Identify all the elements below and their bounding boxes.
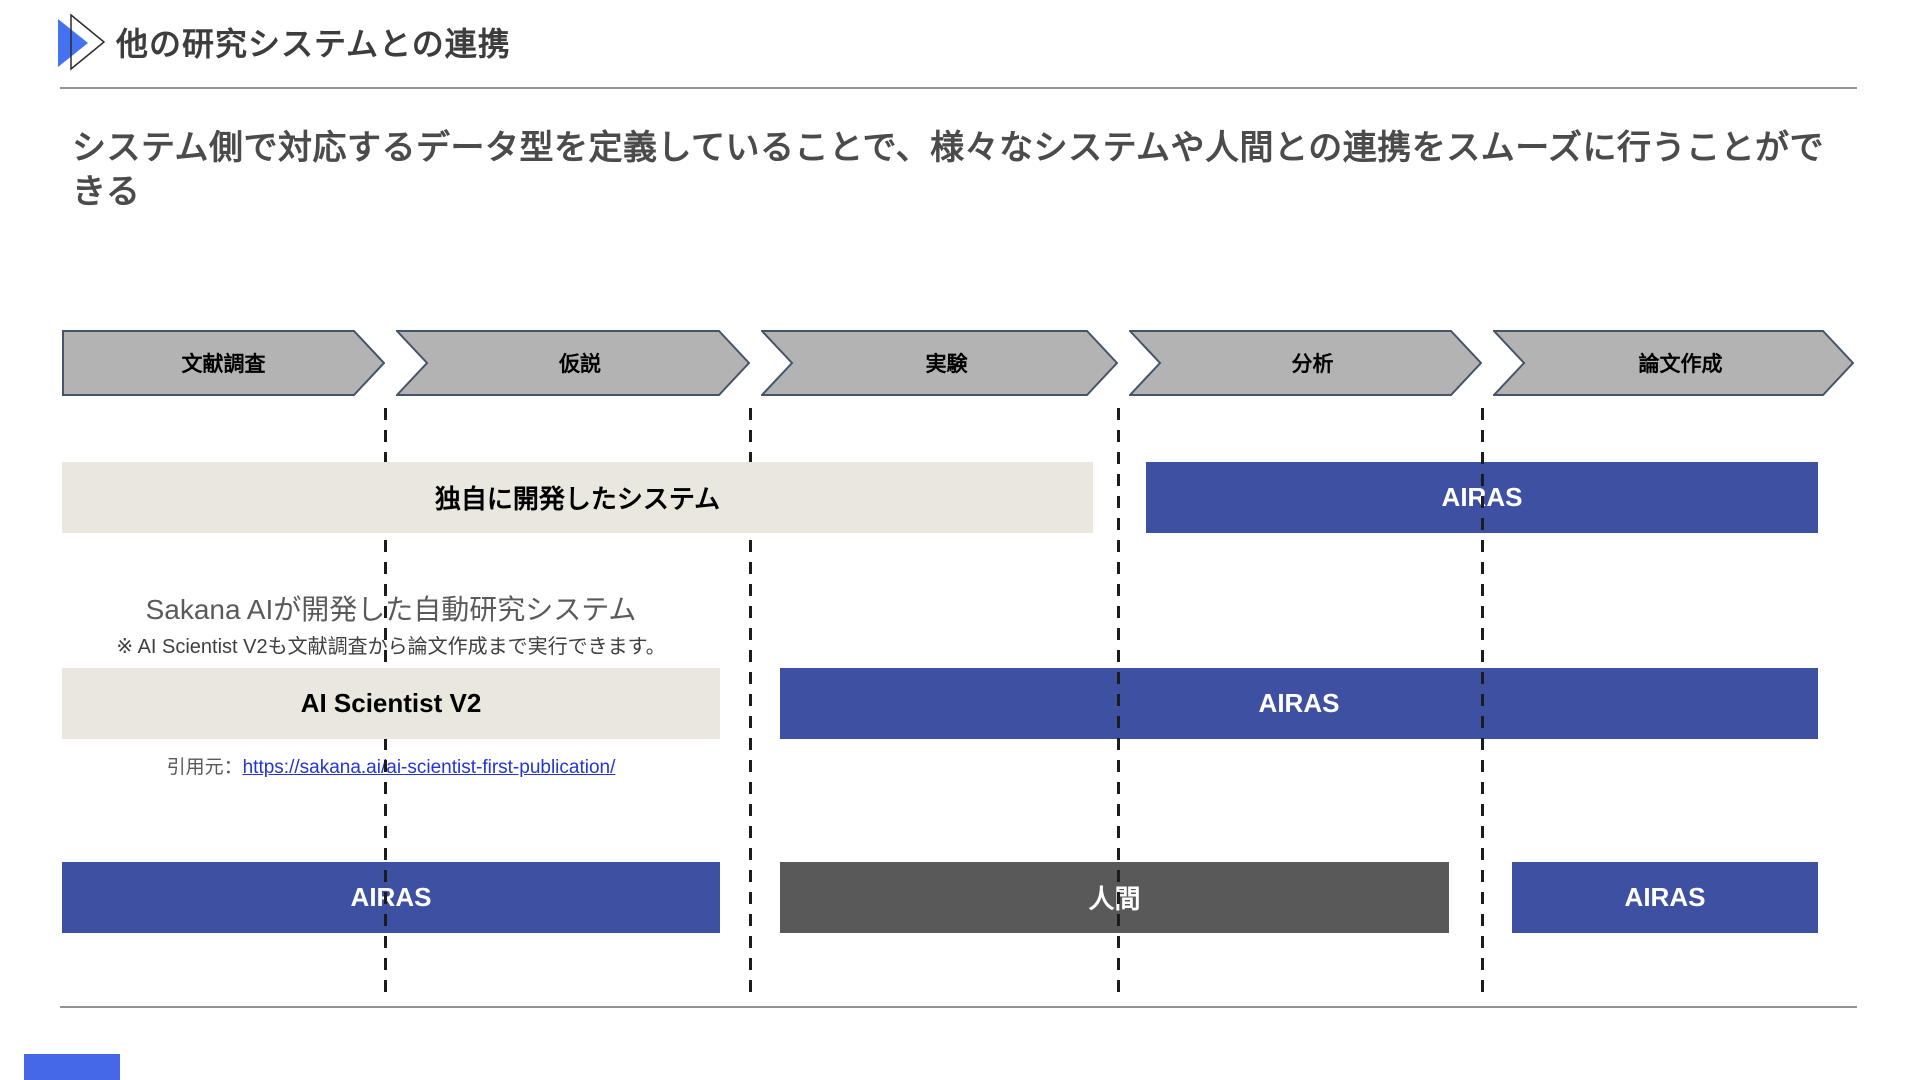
slide-header: 他の研究システムとの連携 bbox=[58, 13, 511, 71]
citation-prefix: 引用元： bbox=[166, 757, 243, 778]
stage-label: 論文作成 bbox=[1638, 353, 1723, 376]
bar-label: 独自に開発したシステム bbox=[434, 484, 721, 514]
slide-subtitle: システム側で対応するデータ型を定義していることで、様々なシステムや人間との連携を… bbox=[72, 129, 1825, 212]
corner-accent-bar bbox=[24, 1054, 120, 1080]
stage-label: 実験 bbox=[925, 353, 968, 376]
citation-link[interactable]: https://sakana.ai/ai-scientist-first-pub… bbox=[242, 757, 616, 778]
bar-custom-system: 独自に開発したシステム bbox=[62, 462, 1093, 533]
bar-label: AIRAS bbox=[1624, 882, 1706, 912]
bar-human: 人間 bbox=[780, 862, 1449, 933]
bar-label: AIRAS bbox=[1258, 688, 1340, 718]
stage-experiment: 実験 bbox=[761, 330, 1118, 396]
bar-airas-row3-right: AIRAS bbox=[1512, 862, 1818, 933]
stage-label: 文献調査 bbox=[181, 353, 266, 376]
bar-airas-row2: AIRAS bbox=[780, 668, 1818, 739]
column-guide-3 bbox=[1117, 408, 1120, 992]
sakana-note-title: Sakana AIが開発した自動研究システム bbox=[145, 594, 637, 625]
stage-paper-writing: 論文作成 bbox=[1493, 330, 1854, 396]
stage-label: 分析 bbox=[1291, 353, 1334, 376]
bar-label: AIRAS bbox=[350, 882, 432, 912]
stage-label: 仮説 bbox=[559, 353, 601, 376]
stage-analysis: 分析 bbox=[1129, 330, 1482, 396]
play-triangle-icon bbox=[58, 13, 106, 71]
column-guide-4 bbox=[1481, 408, 1484, 992]
stage-hypothesis: 仮説 bbox=[396, 330, 750, 396]
header-divider bbox=[60, 87, 1857, 89]
bar-label: 人間 bbox=[1088, 884, 1141, 914]
bar-ai-scientist-v2: AI Scientist V2 bbox=[62, 668, 720, 739]
column-guide-2 bbox=[749, 408, 752, 992]
citation-line: 引用元：https://sakana.ai/ai-scientist-first… bbox=[62, 752, 720, 779]
stage-literature-survey: 文献調査 bbox=[62, 330, 385, 396]
page-title: 他の研究システムとの連携 bbox=[116, 26, 511, 62]
bar-label: AI Scientist V2 bbox=[300, 688, 482, 718]
bar-airas-row3-left: AIRAS bbox=[62, 862, 720, 933]
footer-divider bbox=[60, 1006, 1857, 1008]
sakana-note-subtext: ※ AI Scientist V2も文献調査から論文作成まで実行できます。 bbox=[116, 636, 666, 658]
